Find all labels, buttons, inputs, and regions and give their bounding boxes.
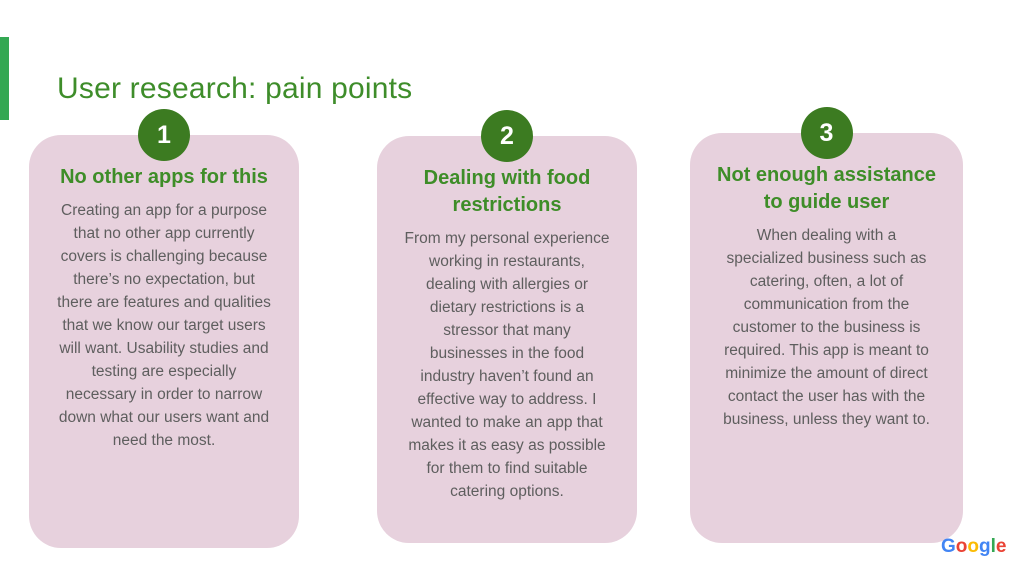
card-number-badge: 2: [481, 110, 533, 162]
card-number-badge: 3: [800, 107, 853, 159]
pain-point-card-2: 2 Dealing with food restrictions From my…: [377, 110, 637, 543]
card-number: 2: [500, 121, 514, 150]
card-number-badge: 1: [138, 109, 190, 161]
card-heading: No other apps for this: [60, 166, 268, 188]
card-number: 3: [819, 118, 834, 147]
google-logo: Google: [941, 536, 1006, 558]
card-body-text: Creating an app for a purpose that no ot…: [57, 202, 271, 449]
google-logo-letter: o: [955, 536, 968, 557]
google-logo-letter: G: [941, 536, 956, 557]
card-heading: Not enough assistance to guide user: [717, 164, 936, 213]
page-title: User research: pain points: [57, 72, 413, 106]
google-logo-letter: o: [967, 536, 979, 557]
card-heading: Dealing with food restrictions: [423, 167, 591, 216]
google-logo-letter: e: [995, 536, 1007, 557]
pain-point-card-3: 3 Not enough assistance to guide user Wh…: [690, 107, 963, 543]
left-accent-bar: [0, 37, 9, 120]
card-body-text: When dealing with a specialized business…: [723, 227, 930, 428]
pain-point-card-1: 1 No other apps for this Creating an app…: [29, 109, 299, 548]
card-number: 1: [157, 120, 171, 149]
google-logo-letter: g: [979, 536, 991, 557]
card-body-text: From my personal experience working in r…: [404, 230, 610, 500]
google-logo-letter: l: [990, 536, 996, 557]
